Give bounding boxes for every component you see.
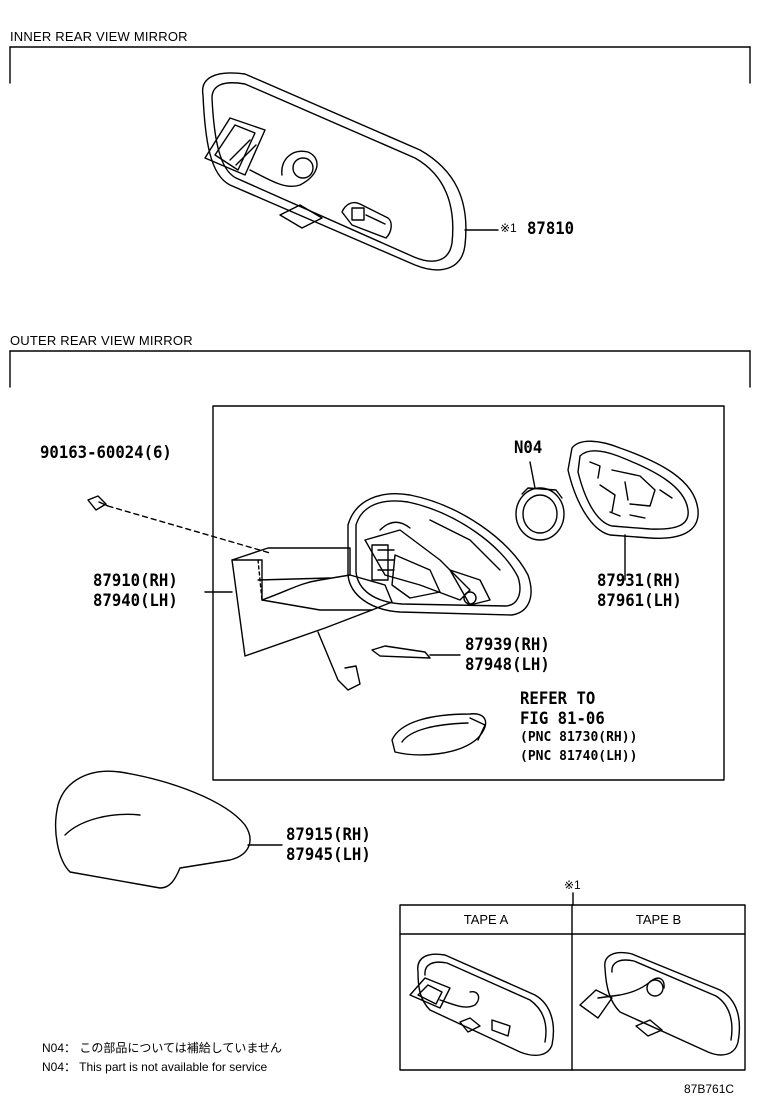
inner-part-mark: ※1 [500, 221, 517, 235]
note-jp-text: この部品については補給していません [79, 1041, 283, 1055]
tape-b-header: TAPE B [635, 912, 682, 927]
part-87961-lh: 87961(LH) [597, 591, 682, 611]
bolt-drawing [87, 495, 271, 554]
mirror-housing-drawing [347, 493, 532, 616]
tape-table-lines [399, 892, 746, 1071]
mirror-cover-drawing [55, 770, 283, 889]
outer-frame-box [212, 405, 725, 781]
outer-section-bracket [9, 350, 751, 388]
note-jp-prefix: N04： [42, 1041, 77, 1055]
n04-label: N04 [514, 438, 543, 458]
note-en: N04： This part is not available for serv… [42, 1058, 267, 1075]
tape-table-mark: ※1 [564, 878, 581, 892]
part-87945-lh: 87945(LH) [286, 845, 371, 865]
mirror-base-drawing [204, 547, 393, 691]
tape-b-mirror-drawing [579, 951, 741, 1056]
note-en-prefix: N04： [42, 1060, 77, 1074]
part-87940-lh: 87940(LH) [93, 591, 178, 611]
refer-line-3: (PNC 81730(RH)) [520, 730, 638, 745]
part-87931-rh: 87931(RH) [597, 571, 682, 591]
mirror-glass-drawing [567, 440, 699, 581]
inner-part-number: 87810 [527, 219, 575, 239]
note-en-text: This part is not available for service [79, 1060, 268, 1074]
outer-section-title: OUTER REAR VIEW MIRROR [10, 333, 193, 348]
bolt-part-number: 90163-60024(6) [40, 443, 172, 463]
part-87939-rh: 87939(RH) [465, 635, 550, 655]
note-jp: N04： この部品については補給していません [42, 1039, 282, 1056]
turn-signal-drawing [391, 713, 487, 756]
motor-n04-drawing [515, 461, 565, 541]
tape-a-header: TAPE A [463, 912, 509, 927]
inner-section-title: INNER REAR VIEW MIRROR [10, 29, 188, 44]
mirror-stay-drawing [371, 645, 461, 659]
tape-a-mirror-drawing [409, 953, 555, 1057]
refer-line-1: REFER TO [520, 689, 596, 709]
inner-section-bracket [9, 46, 751, 84]
refer-line-2: FIG 81-06 [520, 709, 605, 729]
refer-line-4: (PNC 81740(LH)) [520, 749, 638, 764]
part-87948-lh: 87948(LH) [465, 655, 550, 675]
inner-mirror-drawing [201, 72, 499, 271]
part-87915-rh: 87915(RH) [286, 825, 371, 845]
figure-code: 87B761C [684, 1082, 735, 1096]
part-87910-rh: 87910(RH) [93, 571, 178, 591]
